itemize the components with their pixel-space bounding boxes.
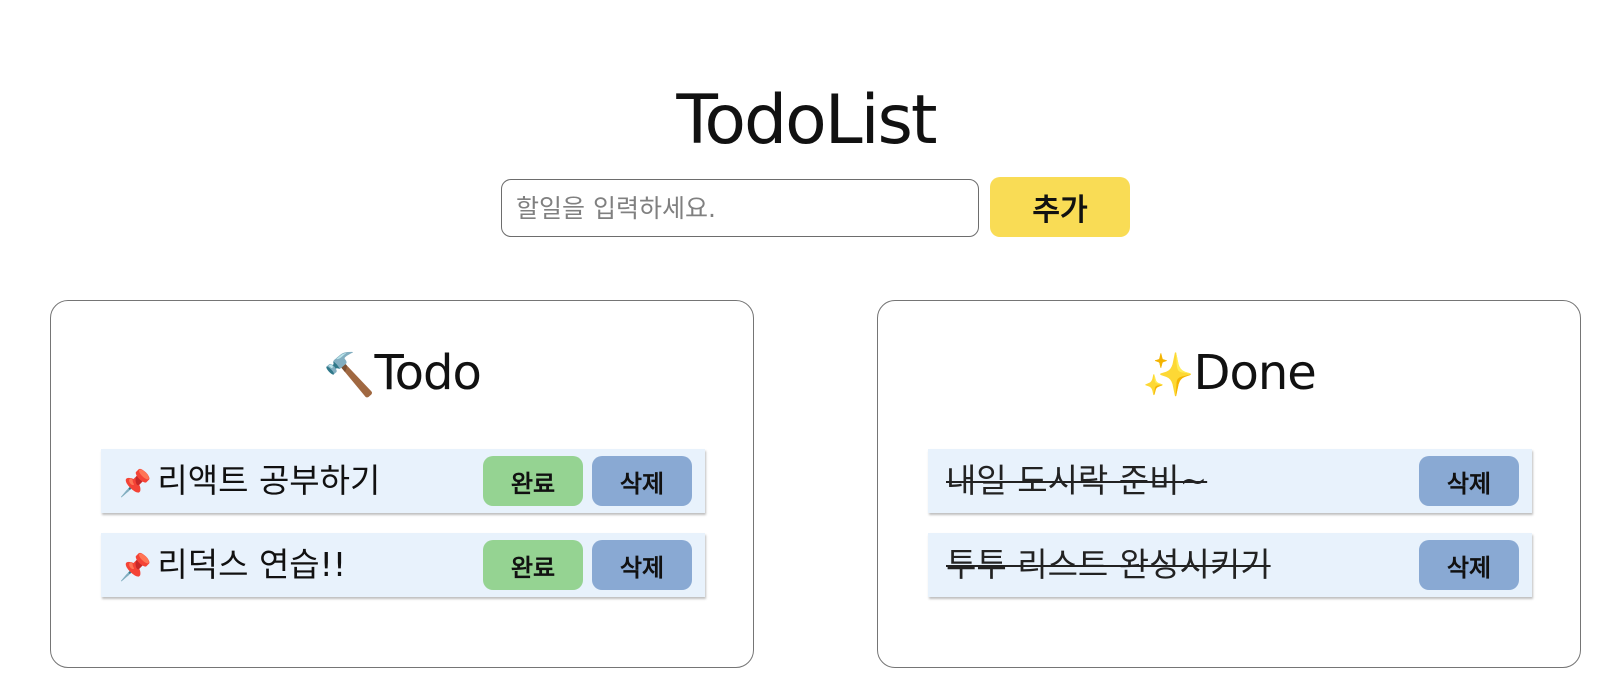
todo-item: 📌리액트 공부하기 완료 삭제 <box>101 449 705 513</box>
delete-button[interactable]: 삭제 <box>592 540 692 590</box>
pushpin-icon: 📌 <box>119 469 152 499</box>
add-button[interactable]: 추가 <box>990 177 1130 237</box>
todo-item-text-wrap: 📌리액트 공부하기 <box>119 449 380 516</box>
pushpin-icon: 📌 <box>119 553 152 583</box>
todo-item-text: 리액트 공부하기 <box>157 461 381 500</box>
todo-input[interactable] <box>501 179 979 237</box>
todo-panel: 🔨Todo 📌리액트 공부하기 완료 삭제 📌리덕스 연습!! 완료 삭제 <box>50 300 754 668</box>
todo-item: 📌리덕스 연습!! 완료 삭제 <box>101 533 705 597</box>
todo-heading-label: Todo <box>374 345 481 401</box>
complete-button[interactable]: 완료 <box>483 456 583 506</box>
page-title: TodoList <box>676 81 937 160</box>
done-item: 내일 도시락 준비~ 삭제 <box>928 449 1532 513</box>
todo-item-text-wrap: 📌리덕스 연습!! <box>119 533 346 600</box>
delete-button[interactable]: 삭제 <box>1419 456 1519 506</box>
done-panel: ✨Done 내일 도시락 준비~ 삭제 투투 리스트 완성시키기 삭제 <box>877 300 1581 668</box>
sparkles-icon: ✨ <box>1142 350 1194 399</box>
done-item-text: 내일 도시락 준비~ <box>946 461 1208 500</box>
delete-button[interactable]: 삭제 <box>1419 540 1519 590</box>
complete-button[interactable]: 완료 <box>483 540 583 590</box>
done-heading-label: Done <box>1193 345 1317 401</box>
done-heading: ✨Done <box>878 343 1580 405</box>
done-item-text: 투투 리스트 완성시키기 <box>946 545 1271 584</box>
hammer-icon: 🔨 <box>323 350 375 399</box>
done-item: 투투 리스트 완성시키기 삭제 <box>928 533 1532 597</box>
delete-button[interactable]: 삭제 <box>592 456 692 506</box>
todo-heading: 🔨Todo <box>51 343 753 405</box>
todo-item-text: 리덕스 연습!! <box>157 545 347 584</box>
